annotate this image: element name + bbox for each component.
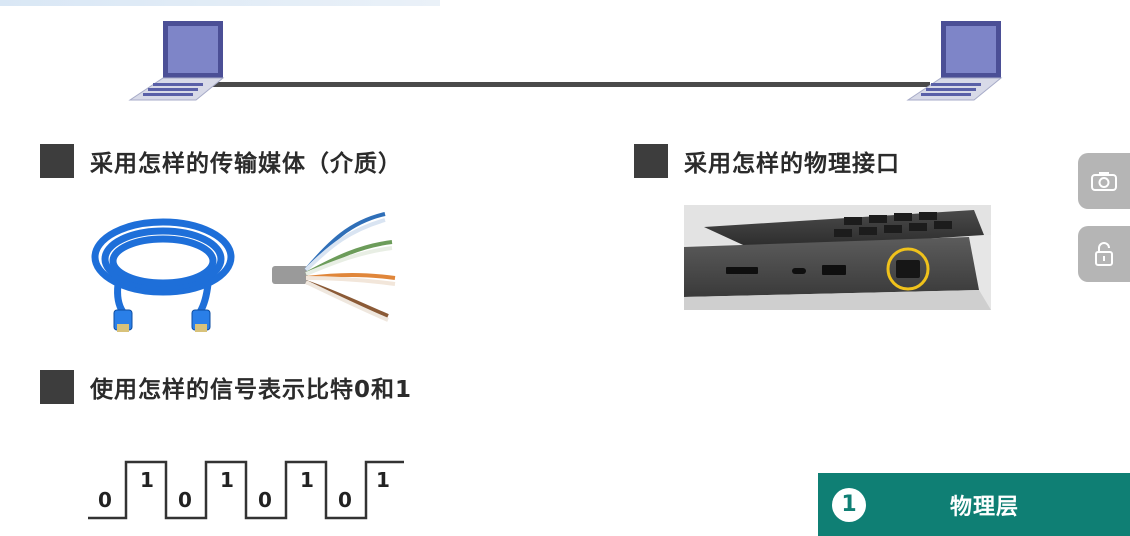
bit-label: 0	[338, 488, 352, 512]
header-remnant	[0, 0, 440, 6]
bit-label: 1	[220, 468, 234, 492]
layer-label: 1 物理层	[818, 473, 1130, 536]
bit-label: 1	[376, 468, 390, 492]
ethernet-cable-image	[91, 218, 235, 332]
section-signal: 使用怎样的信号表示比特0和1	[40, 370, 412, 404]
bullet-square	[40, 370, 74, 404]
bit-label: 0	[98, 488, 112, 512]
twisted-pair-image	[272, 212, 396, 322]
section-signal-title: 使用怎样的信号表示比特0和1	[90, 377, 413, 403]
layer-number-badge: 1	[832, 487, 866, 522]
camera-icon	[1091, 172, 1117, 191]
bullet-square	[634, 144, 668, 178]
laptop-icon-left	[128, 21, 225, 101]
network-link	[210, 82, 930, 87]
bit-label: 1	[300, 468, 314, 492]
laptop-ports-image	[684, 205, 991, 310]
bit-label: 1	[140, 468, 154, 492]
unlock-icon	[1095, 242, 1113, 266]
section-interface: 采用怎样的物理接口	[634, 144, 900, 178]
screenshot-button[interactable]	[1078, 153, 1130, 209]
bullet-square	[40, 144, 74, 178]
bit-label: 0	[178, 488, 192, 512]
square-wave-signal	[88, 460, 404, 520]
bit-label: 0	[258, 488, 272, 512]
layer-name: 物理层	[950, 494, 1020, 520]
lock-toggle-button[interactable]	[1078, 226, 1130, 282]
section-medium-title: 采用怎样的传输媒体（介质）	[90, 151, 402, 177]
laptop-icon-right	[906, 21, 1003, 101]
section-interface-title: 采用怎样的物理接口	[684, 151, 900, 177]
section-medium: 采用怎样的传输媒体（介质）	[40, 144, 402, 178]
